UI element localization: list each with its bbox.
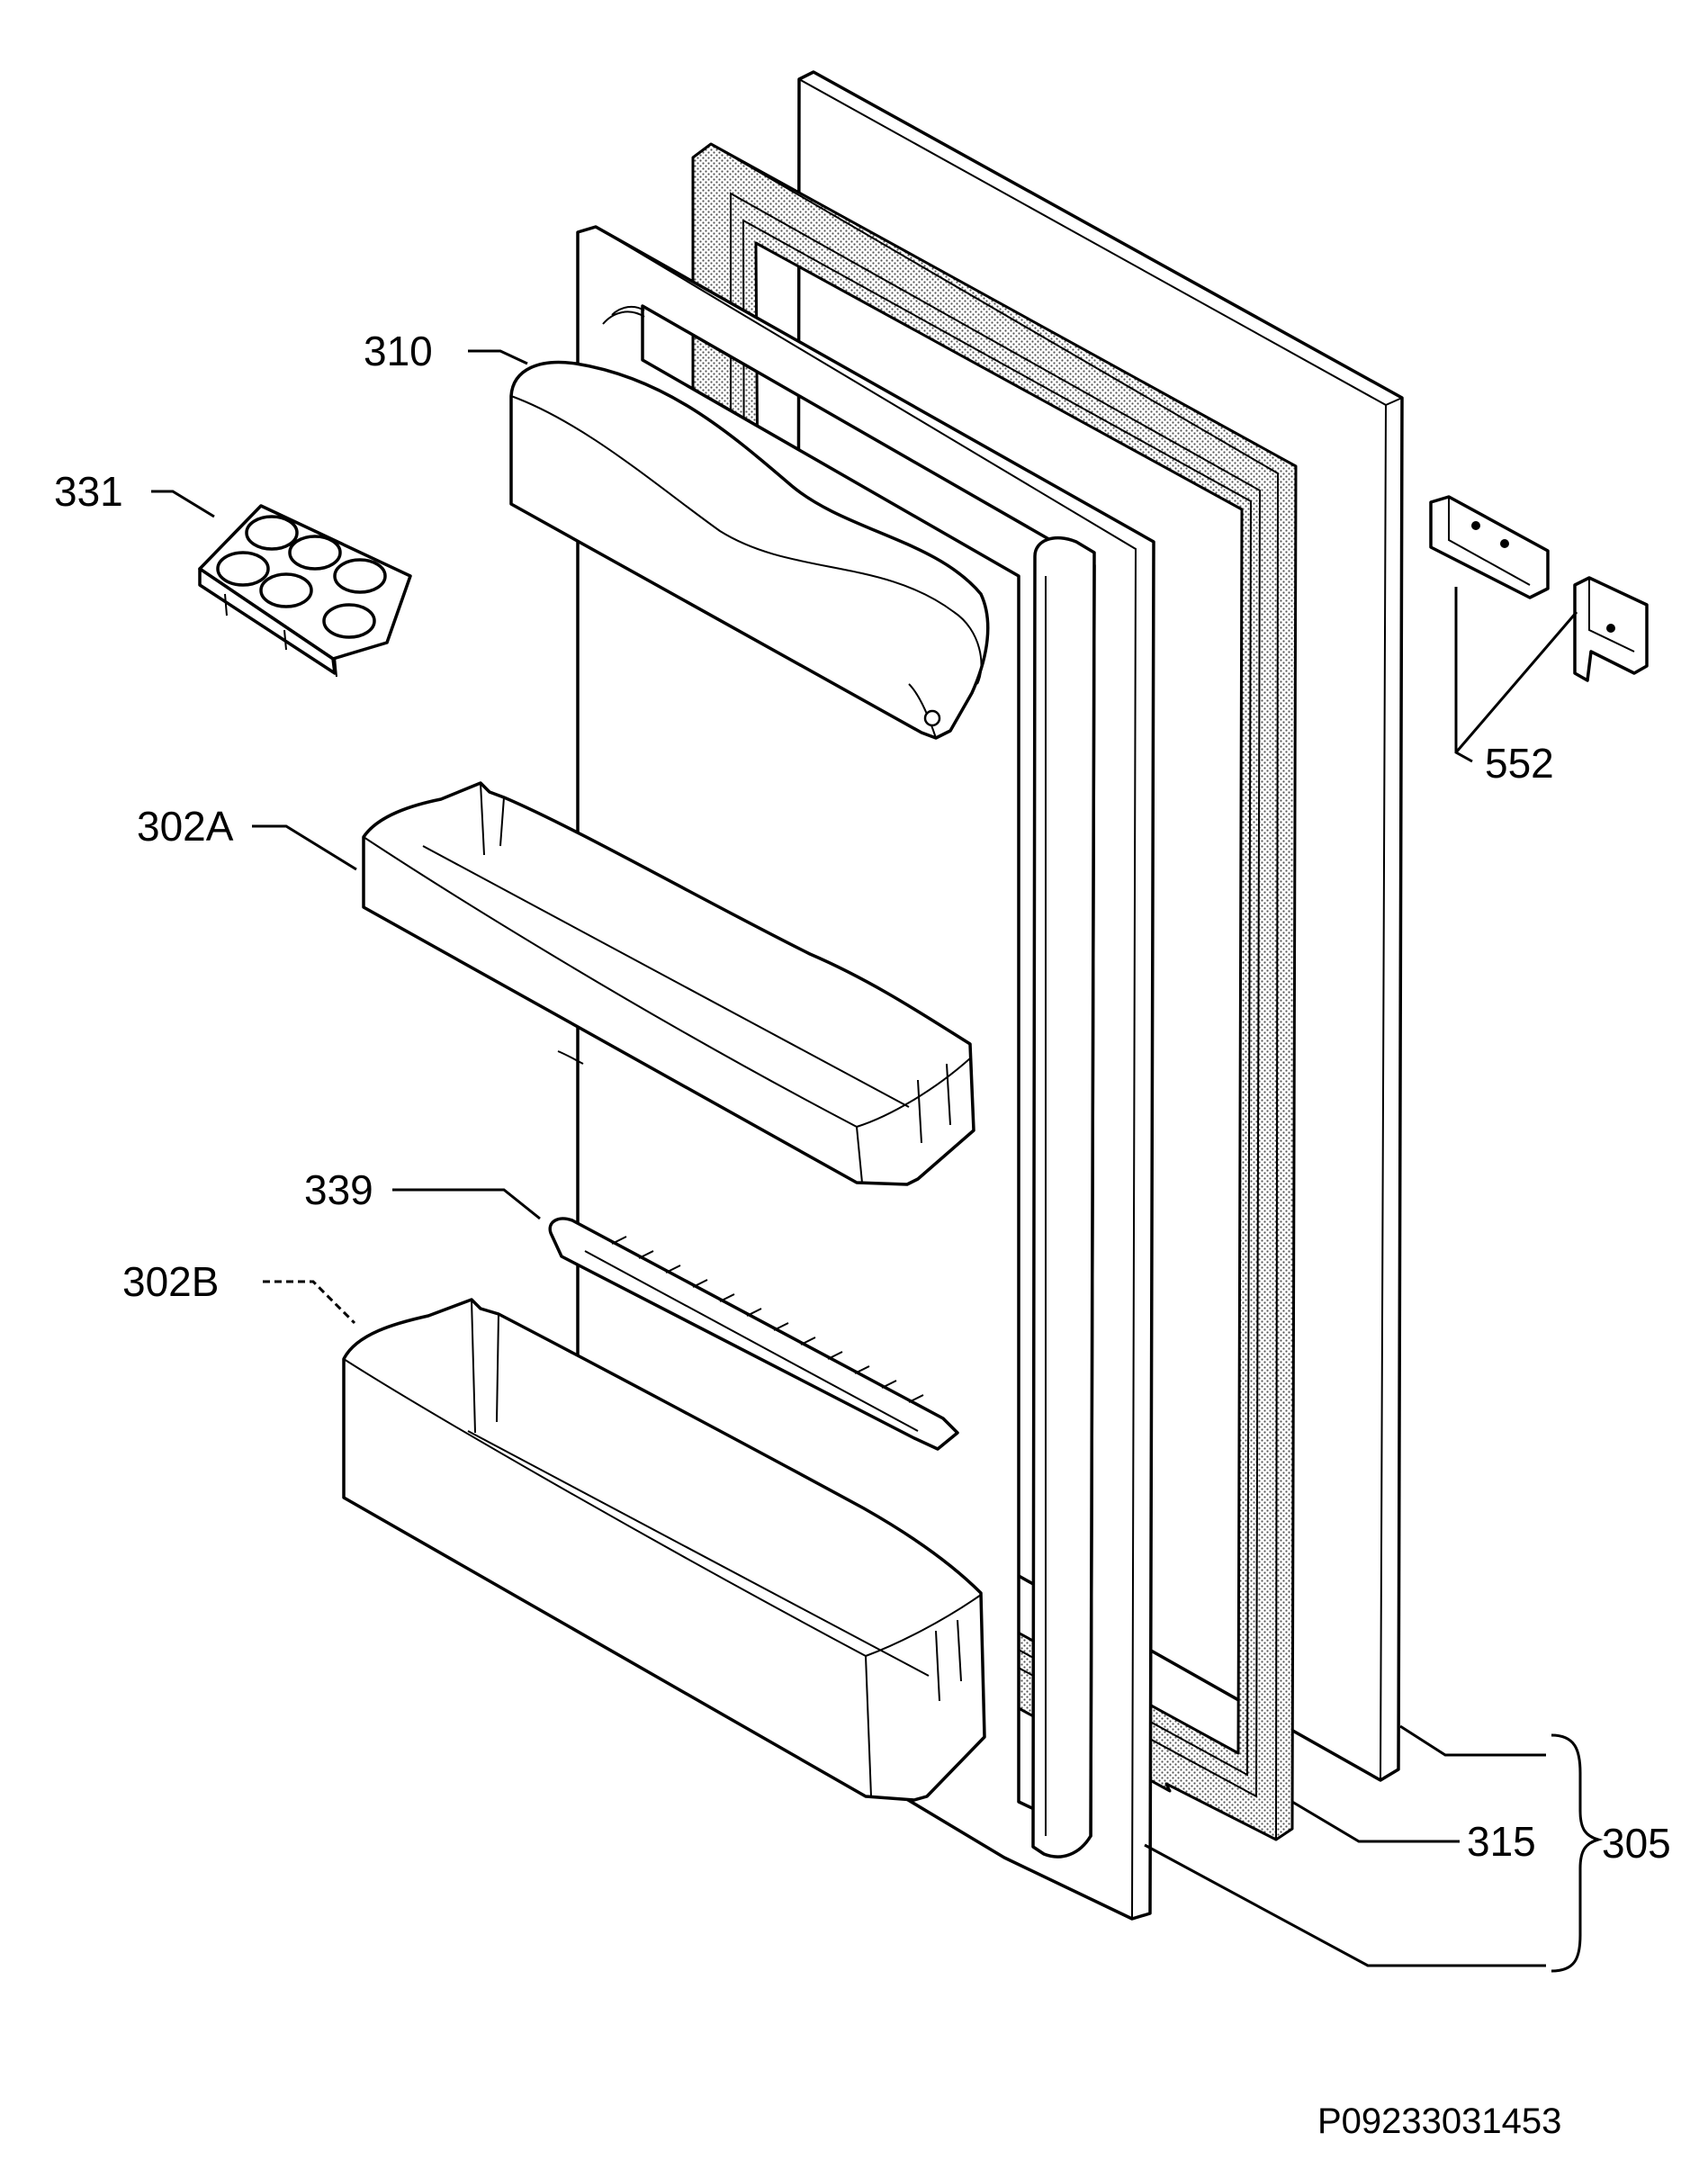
drawing-code: P09233031453 bbox=[1317, 2102, 1561, 2141]
egg-cups bbox=[216, 515, 387, 639]
callout-302a: 302A bbox=[137, 803, 234, 850]
callout-305: 305 bbox=[1602, 1820, 1671, 1867]
door-shelf-302a bbox=[362, 781, 975, 1186]
leader-lines bbox=[151, 349, 1604, 1973]
door-shelf-302b bbox=[342, 1298, 986, 1802]
callout-552: 552 bbox=[1485, 740, 1554, 787]
callout-331: 331 bbox=[54, 468, 123, 515]
hinge-parts-552 bbox=[1429, 495, 1649, 682]
callout-315: 315 bbox=[1467, 1818, 1536, 1865]
callout-302b: 302B bbox=[122, 1258, 219, 1305]
bottle-retainer-339 bbox=[548, 1217, 959, 1451]
callout-339: 339 bbox=[304, 1166, 373, 1213]
egg-tray-331 bbox=[198, 504, 412, 678]
callout-310: 310 bbox=[364, 328, 433, 374]
shelf-cover-310 bbox=[509, 360, 990, 740]
